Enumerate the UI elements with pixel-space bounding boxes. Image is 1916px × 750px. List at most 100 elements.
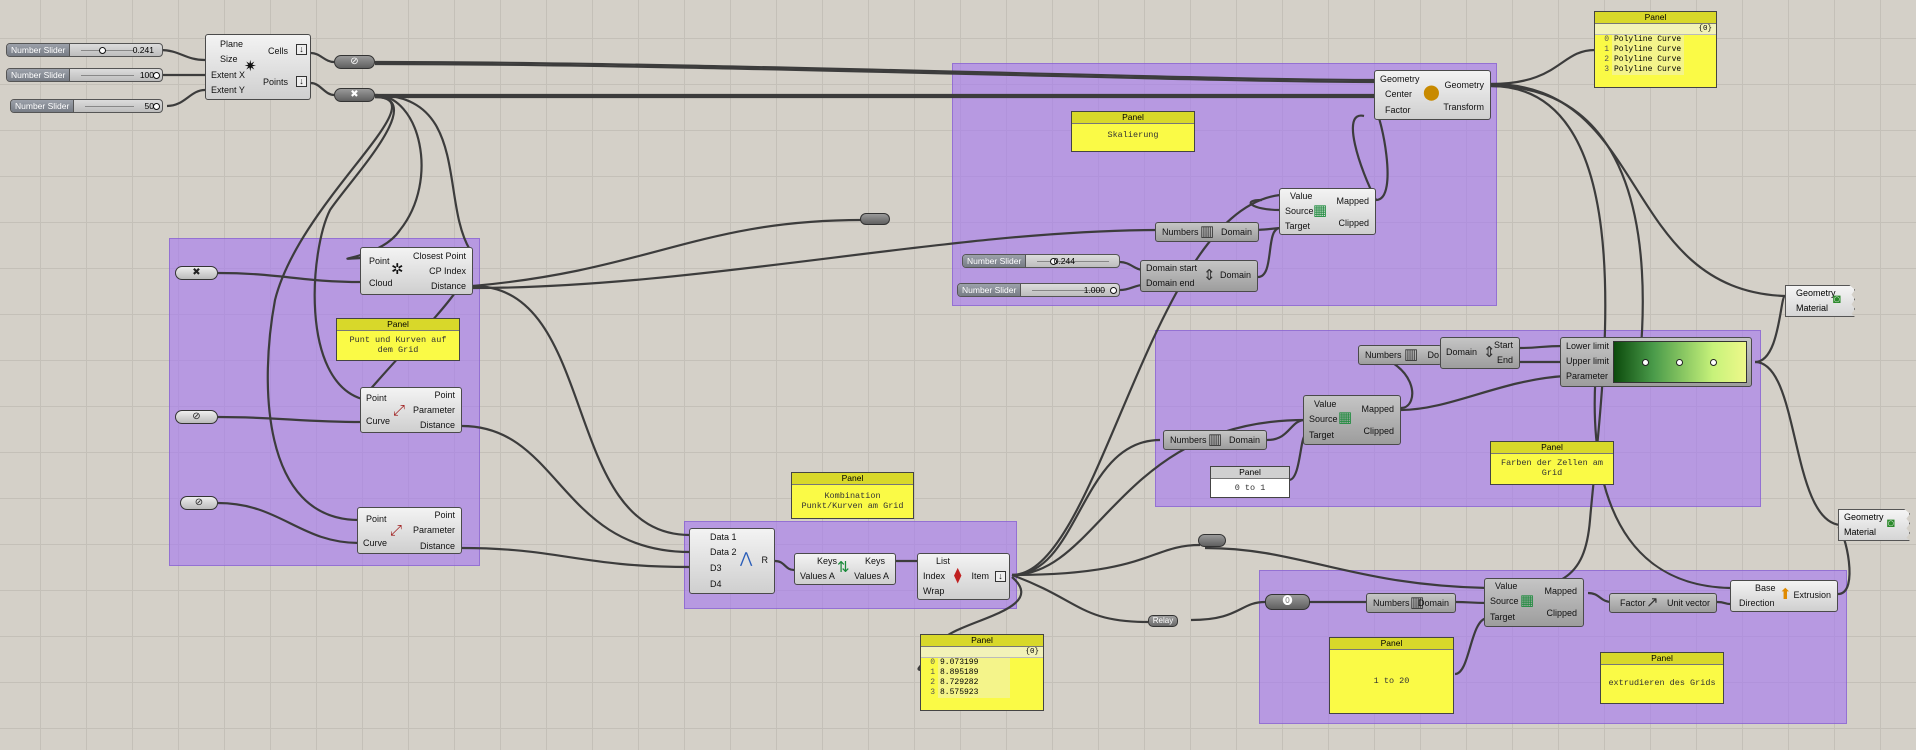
remap-numbers-component-3[interactable]: Value Source Target ▦ Mapped Clipped (1484, 578, 1584, 627)
output-unit-vector[interactable]: Unit vector (1666, 598, 1710, 608)
output-distance[interactable]: Distance (419, 420, 455, 430)
input-numbers[interactable]: Numbers (1365, 350, 1402, 360)
input-point[interactable]: Point (366, 514, 387, 524)
slider-track[interactable] (1037, 261, 1109, 262)
rectangular-grid-component[interactable]: Plane Size Extent X Extent Y ✷ Cells Poi… (205, 34, 311, 100)
panel-punkt-kurven[interactable]: Panel Punt und Kurven auf dem Grid (336, 318, 460, 361)
input-factor[interactable]: Factor (1620, 598, 1646, 608)
input-size[interactable]: Size (220, 54, 238, 64)
input-material[interactable]: Material (1796, 303, 1829, 313)
integer-param[interactable]: ⓿ (1265, 594, 1310, 610)
wire-relay-value[interactable] (1198, 534, 1226, 547)
output-clipped[interactable]: Clipped (1546, 608, 1577, 618)
gradient-grip[interactable] (1642, 359, 1649, 366)
input-domain-start[interactable]: Domain start (1146, 263, 1198, 273)
input-base[interactable]: Base (1755, 583, 1776, 593)
bounds-component-1[interactable]: Numbers ▥ Domain (1155, 222, 1259, 242)
number-slider-extent-x[interactable]: Number Slider 100 (6, 68, 163, 82)
input-value[interactable]: Value (1290, 191, 1313, 201)
input-lower-limit[interactable]: Lower limit (1566, 341, 1610, 351)
output-point[interactable]: Point (434, 390, 455, 400)
slider-track[interactable] (81, 50, 134, 51)
slider-knob[interactable] (153, 72, 160, 79)
gradient-component[interactable]: Lower limit Upper limit Parameter (1560, 337, 1752, 387)
point-param-cloud[interactable]: ✖ (175, 266, 218, 280)
move-component[interactable]: Geometry Center Factor ⬤ Geometry Transf… (1374, 70, 1491, 120)
input-center[interactable]: Center (1385, 89, 1413, 99)
output-domain[interactable]: Domain (1228, 435, 1260, 445)
input-numbers[interactable]: Numbers (1162, 227, 1199, 237)
input-target[interactable]: Target (1285, 221, 1311, 231)
input-geometry[interactable]: Geometry (1844, 512, 1884, 522)
input-index[interactable]: Index (923, 571, 946, 581)
output-keys[interactable]: Keys (864, 556, 885, 566)
number-slider-size[interactable]: Number Slider 0.241 (6, 43, 163, 57)
extrude-component[interactable]: Base Direction ⬆ Extrusion (1730, 580, 1838, 612)
output-extrusion[interactable]: Extrusion (1793, 590, 1831, 600)
output-clipped[interactable]: Clipped (1363, 426, 1394, 436)
input-plane[interactable]: Plane (220, 39, 244, 49)
slider-knob[interactable] (1110, 287, 1117, 294)
gradient-grip[interactable] (1676, 359, 1683, 366)
input-keys[interactable]: Keys (817, 556, 838, 566)
input-source[interactable]: Source (1490, 596, 1519, 606)
input-factor[interactable]: Factor (1385, 105, 1411, 115)
construct-domain-component[interactable]: Domain start Domain end ⇕ Domain (1140, 260, 1258, 292)
curve-param-2[interactable]: ⊘ (180, 496, 218, 510)
unit-z-component[interactable]: Factor ↗ Unit vector (1609, 593, 1717, 613)
output-mapped[interactable]: Mapped (1544, 586, 1577, 596)
output-transform[interactable]: Transform (1443, 102, 1484, 112)
output-closest-point[interactable]: Closest Point (412, 251, 466, 261)
panel-zero-to-one[interactable]: Panel 0 to 1 (1210, 466, 1290, 498)
custom-preview-component-1[interactable]: Geometry Material ◙ (1785, 285, 1855, 317)
panel-extrudieren[interactable]: Panel extrudieren des Grids (1600, 652, 1724, 704)
input-geometry[interactable]: Geometry (1796, 288, 1836, 298)
output-start[interactable]: Start (1493, 340, 1513, 350)
gradient-grip[interactable] (1710, 359, 1717, 366)
output-domain[interactable]: Do (1427, 350, 1439, 360)
output-distance[interactable]: Distance (419, 541, 455, 551)
number-slider-extent-y[interactable]: Number Slider 50 (10, 99, 163, 113)
input-numbers[interactable]: Numbers (1170, 435, 1207, 445)
input-data-2[interactable]: Data 2 (710, 547, 737, 557)
panel-farben[interactable]: Panel Farben der Zellen am Grid (1490, 441, 1614, 485)
sort-list-component[interactable]: Keys Values A ⇅ Keys Values A (794, 553, 896, 585)
slider-knob[interactable] (99, 47, 106, 54)
slider-track[interactable] (1032, 290, 1105, 291)
number-slider-domain-start[interactable]: Number Slider 0.244 (962, 254, 1120, 268)
input-material[interactable]: Material (1844, 527, 1877, 537)
relay-node[interactable]: Relay (1148, 615, 1178, 627)
remap-numbers-component-2[interactable]: Value Source Target ▦ Mapped Clipped (1303, 395, 1401, 445)
input-values-a[interactable]: Values A (800, 571, 835, 581)
input-list[interactable]: List (936, 556, 951, 566)
input-source[interactable]: Source (1309, 414, 1338, 424)
curve-param-1[interactable]: ⊘ (175, 410, 218, 424)
input-curve[interactable]: Curve (363, 538, 388, 548)
input-data-1[interactable]: Data 1 (710, 532, 737, 542)
output-parameter[interactable]: Parameter (412, 405, 455, 415)
slider-track[interactable] (81, 75, 134, 76)
input-domain[interactable]: Domain (1446, 347, 1478, 357)
panel-skalierung[interactable]: Panel Skalierung (1071, 111, 1195, 152)
output-geometry[interactable]: Geometry (1444, 80, 1484, 90)
merge-component[interactable]: Data 1 Data 2 D3 D4 ⋀ R (689, 528, 775, 594)
panel-kombination[interactable]: Panel Kombination Punkt/Kurven am Grid (791, 472, 914, 519)
gradient-swatch[interactable] (1613, 341, 1747, 383)
slider-track[interactable] (85, 106, 134, 107)
list-item-component[interactable]: List Index Wrap ⧫ Item ↓ (917, 553, 1010, 600)
closest-point-component[interactable]: Point Cloud ✲ Closest Point CP Index Dis… (360, 247, 473, 295)
input-target[interactable]: Target (1490, 612, 1516, 622)
input-extent-x[interactable]: Extent X (211, 70, 246, 80)
input-wrap[interactable]: Wrap (923, 586, 945, 596)
input-geometry[interactable]: Geometry (1380, 74, 1420, 84)
output-domain[interactable]: Domain (1219, 270, 1251, 280)
output-points[interactable]: Points (262, 77, 288, 87)
input-direction[interactable]: Direction (1739, 598, 1775, 608)
input-curve[interactable]: Curve (366, 416, 391, 426)
curve-closest-point-component-2[interactable]: Point Curve ⤢ Point Parameter Distance (357, 507, 462, 554)
input-point[interactable]: Point (369, 256, 390, 266)
bounds-component-2[interactable]: Numbers ▥ Domain (1163, 430, 1267, 450)
output-parameter[interactable]: Parameter (412, 525, 455, 535)
